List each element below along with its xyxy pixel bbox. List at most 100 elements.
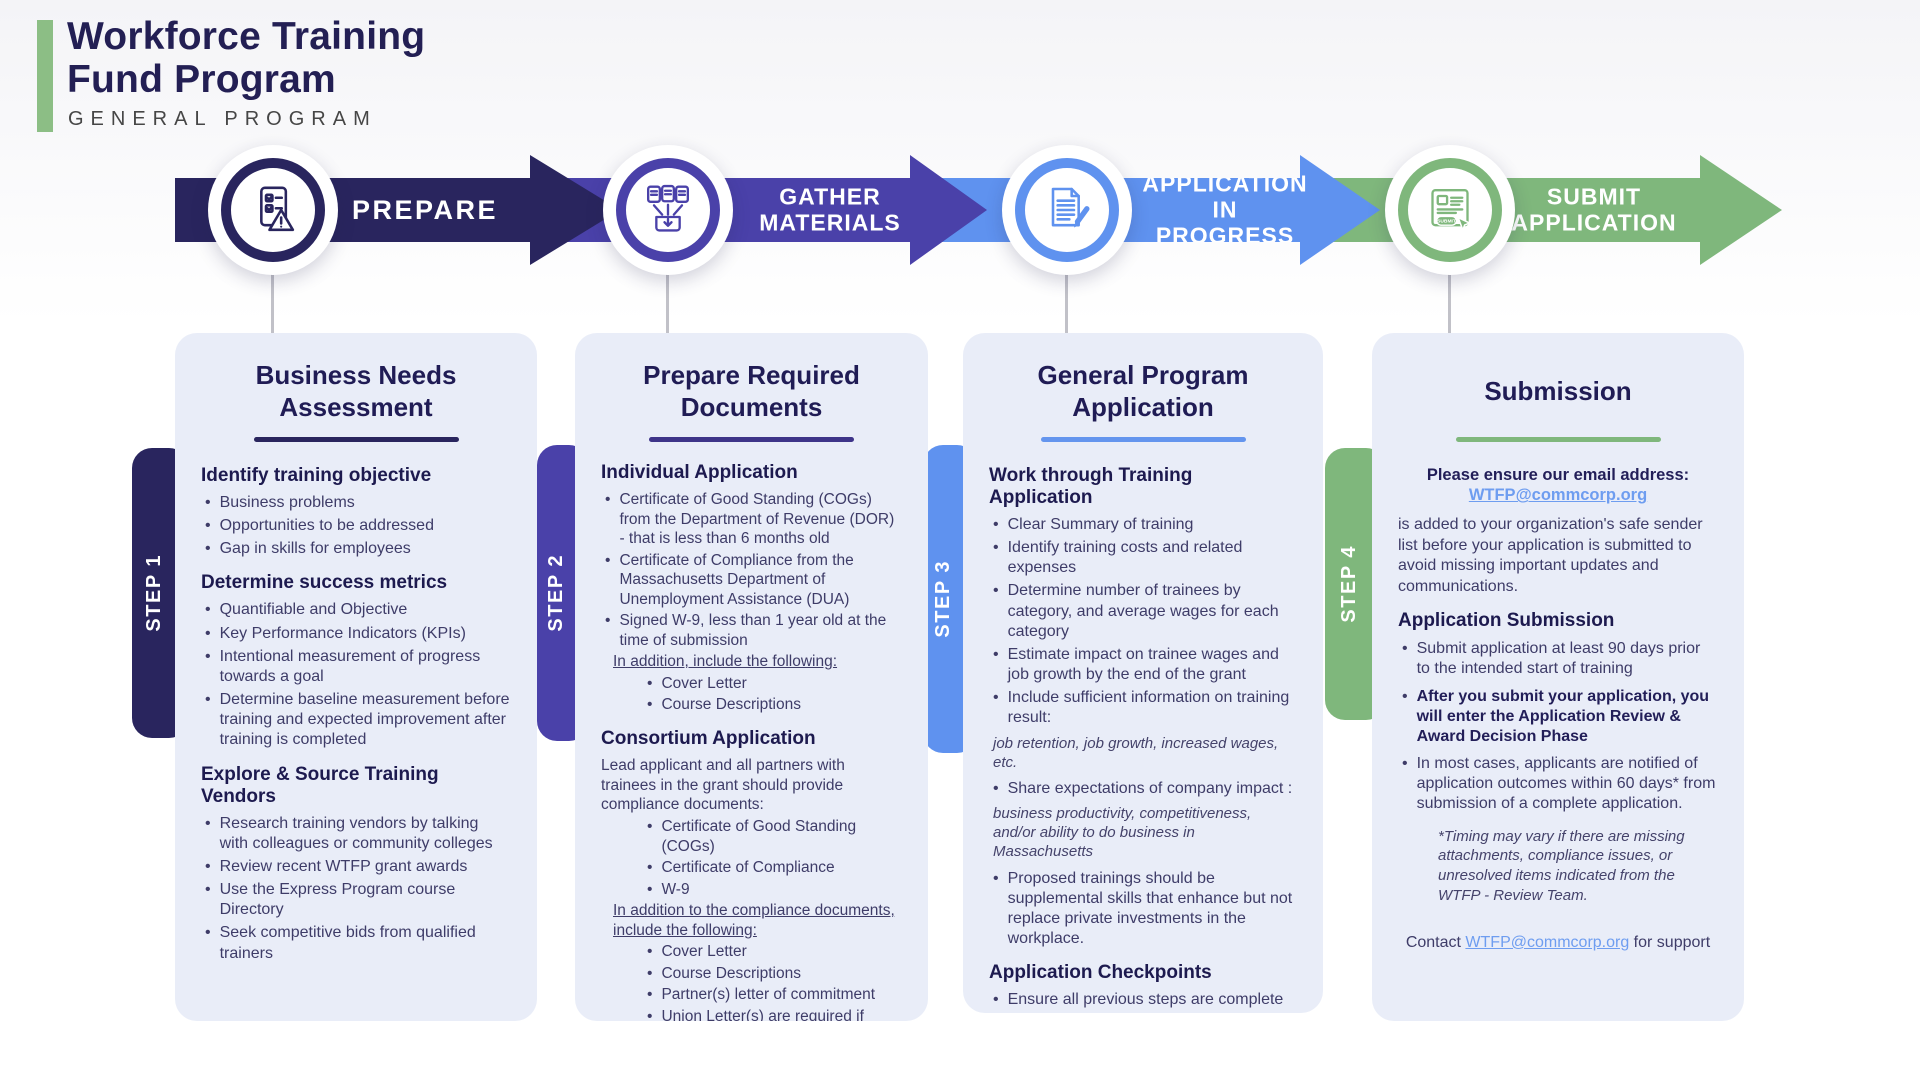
section-heading: Consortium Application bbox=[601, 727, 816, 749]
italic-note: business productivity, competitiveness, … bbox=[993, 805, 1252, 861]
footnote: *Timing may vary if there are missing at… bbox=[1438, 827, 1685, 904]
bullet-dot: • bbox=[205, 540, 211, 558]
submit-form-icon: SUBMIT bbox=[1398, 158, 1502, 262]
bullet-dot: • bbox=[205, 647, 211, 665]
bullet-text: Opportunities to be addressed bbox=[219, 517, 434, 535]
bullet-text: Estimate impact on trainee wages and job… bbox=[1007, 645, 1279, 684]
bullet-text: Submit application at least 90 days prio… bbox=[1416, 640, 1701, 678]
bullet-dot: • bbox=[605, 551, 611, 569]
section-heading: Determine success metrics bbox=[201, 572, 448, 594]
bullet-dot: • bbox=[993, 516, 999, 533]
bullet-dot: • bbox=[647, 696, 653, 714]
bullet-item: •Key Performance Indicators (KPIs) bbox=[201, 624, 511, 644]
bullet-text: Ensure all previous steps are complete bbox=[1007, 991, 1284, 1009]
card-title: Submission bbox=[1484, 376, 1632, 407]
bullet-item: •Signed W-9, less than 1 year old at the… bbox=[601, 611, 902, 650]
bullet-text: After you submit your application, you w… bbox=[1416, 687, 1710, 745]
bullet-text: Cover Letter bbox=[661, 943, 747, 961]
checklist-warning-icon bbox=[221, 158, 325, 262]
bullet-text: Business problems bbox=[219, 494, 355, 511]
bullet-text: Quantifiable and Objective bbox=[219, 601, 408, 619]
section-heading: Application Checkpoints bbox=[989, 962, 1212, 984]
bullet-dot: • bbox=[647, 859, 653, 877]
connector-line bbox=[1448, 272, 1451, 334]
email-notice-heading: Please ensure our email address: bbox=[1426, 466, 1690, 484]
bullet-item: •Include sufficient information on train… bbox=[989, 688, 1297, 728]
bullet-item: •Use the Express Program course Director… bbox=[201, 880, 511, 920]
card-body: Identify training objective•Business pro… bbox=[201, 465, 511, 964]
bullet-item: • Intentional measurement of progress tow… bbox=[201, 647, 511, 687]
bullet-text: Intentional measurement of progress towa… bbox=[219, 647, 481, 685]
section-heading: Individual Application bbox=[601, 462, 798, 483]
bullet-item: • Clear Summary of training bbox=[989, 515, 1297, 535]
card-business-needs-assessment: Business Needs Assessment Identify train… bbox=[175, 333, 537, 1021]
bullet-dot: • bbox=[205, 924, 211, 942]
arrow-label: GATHER MATERIALS bbox=[759, 183, 901, 235]
bullet-item: •Review recent WTFP grant awards bbox=[201, 857, 511, 877]
bullet-text: Certificate of Compliance bbox=[661, 859, 835, 877]
bullet-dot: • bbox=[993, 779, 999, 797]
card-title: General Program Application bbox=[1037, 360, 1249, 422]
step3-circle bbox=[1002, 145, 1132, 275]
bullet-dot: • bbox=[647, 1007, 653, 1021]
bullet-item: • Quantifiable and Objective bbox=[201, 600, 511, 620]
bullet-text: Determine baseline measurement before tr… bbox=[219, 691, 510, 749]
title-underline bbox=[1455, 437, 1661, 442]
card-body: Please ensure our email address: WTFP@com… bbox=[1398, 465, 1718, 952]
step-tab-label: STEP 3 bbox=[932, 560, 954, 638]
card-general-program-application: General Program Application Work through… bbox=[963, 333, 1323, 1013]
bullet-dot: • bbox=[205, 814, 211, 832]
bullet-dot: • bbox=[993, 991, 999, 1009]
bullet-item: •Estimate impact on trainee wages and jo… bbox=[989, 645, 1297, 685]
contact-prefix: Contact bbox=[1405, 933, 1466, 951]
sub-bullet-item: •Course Descriptions bbox=[601, 964, 902, 984]
card-prepare-required-documents: Prepare Required Documents Individual Ap… bbox=[575, 333, 928, 1021]
bullet-text: Include sufficient information on traini… bbox=[1007, 689, 1290, 727]
bullet-dot: • bbox=[205, 624, 211, 642]
arrow-label: APPLICATION IN PROGRESS bbox=[1142, 170, 1308, 248]
card-body: Individual Application•Certificate of Go… bbox=[601, 462, 902, 1021]
svg-text:SUBMIT: SUBMIT bbox=[1437, 218, 1456, 224]
bullet-dot: • bbox=[1402, 640, 1408, 658]
bullet-dot: • bbox=[993, 539, 999, 557]
underlined-note: In addition to the compliance documents,… bbox=[613, 902, 895, 939]
bullet-dot: • bbox=[205, 601, 211, 619]
connector-line bbox=[271, 272, 274, 334]
sub-bullet-item: • Certificate of Compliance bbox=[601, 858, 902, 878]
bullet-item: • Ensure all previous steps are complete bbox=[989, 990, 1297, 1010]
bullet-text: Certificate of Compliance from the Massa… bbox=[619, 551, 854, 608]
bullet-item: •Seek competitive bids from qualified tr… bbox=[201, 923, 511, 963]
bullet-item: •Opportunities to be addressed bbox=[201, 516, 511, 536]
bullet-dot: • bbox=[1402, 755, 1408, 773]
section-heading: Identify training objective bbox=[201, 465, 432, 486]
bullet-dot: • bbox=[205, 881, 211, 899]
bullet-item: •Determine baseline measurement before t… bbox=[201, 690, 511, 750]
gather-documents-icon bbox=[616, 158, 720, 262]
section-heading: Work through Training Application bbox=[989, 465, 1193, 508]
bullet-dot: • bbox=[1402, 687, 1408, 705]
bullet-text: Gap in skills for employees bbox=[219, 540, 411, 558]
program-title: Workforce Training Fund Program bbox=[67, 15, 426, 101]
italic-note: job retention, job growth, increased wag… bbox=[993, 734, 1279, 771]
bullet-text: Course Descriptions bbox=[661, 696, 801, 714]
bullet-dot: • bbox=[647, 818, 653, 836]
sub-bullet-item: •W-9 bbox=[601, 880, 902, 900]
bullet-text: Union Letter(s) are required if union me… bbox=[661, 1007, 864, 1021]
sub-bullet-item: • Union Letter(s) are required if union m… bbox=[601, 1007, 902, 1021]
bullet-text: Review recent WTFP grant awards bbox=[219, 857, 468, 875]
support-email-link[interactable]: WTFP@commcorp.org bbox=[1465, 933, 1630, 951]
bullet-text: Research training vendors by talking wit… bbox=[219, 814, 493, 852]
arrow-label: SUBMIT APPLICATION bbox=[1511, 183, 1677, 235]
bullet-item: • Gap in skills for employees bbox=[201, 539, 511, 559]
bullet-text: Course Descriptions bbox=[661, 964, 801, 982]
document-edit-icon bbox=[1015, 158, 1119, 262]
email-link[interactable]: WTFP@commcorp.org bbox=[1468, 486, 1648, 505]
sub-bullet-item: •Cover Letter bbox=[601, 674, 902, 694]
sub-bullet-item: • Course Descriptions bbox=[601, 695, 902, 715]
bullet-item: •Business problems bbox=[201, 493, 511, 513]
underlined-note: In addition, include the following: bbox=[613, 653, 838, 671]
bullet-item: •Determine number of trainees by categor… bbox=[989, 581, 1297, 641]
bullet-item: •In most cases, applicants are notified … bbox=[1398, 754, 1718, 814]
bullet-item: • Submit application at least 90 days pri… bbox=[1398, 639, 1718, 679]
bullet-text: Clear Summary of training bbox=[1007, 516, 1194, 533]
